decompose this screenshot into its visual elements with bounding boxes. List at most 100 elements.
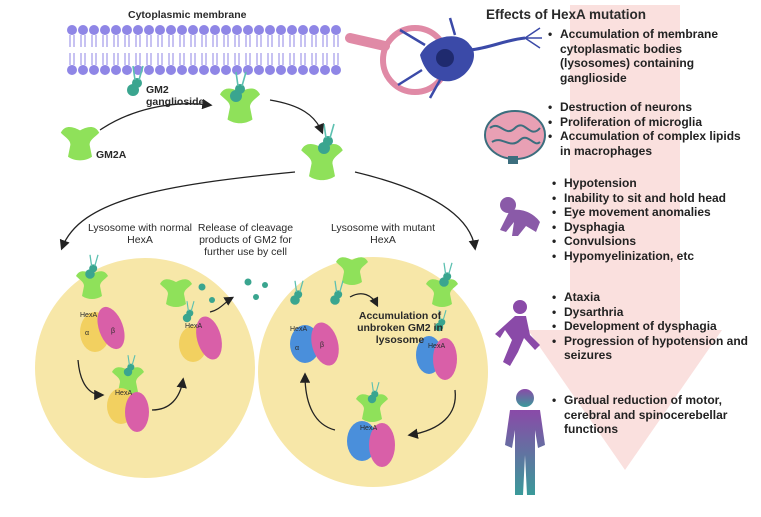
gm2a-label: GM2A [96, 149, 127, 161]
lipid-head [243, 65, 253, 75]
accumulation-label-line1: Accumulation of [358, 310, 442, 322]
lipid-head [221, 25, 231, 35]
release-label-line3: further use by cell [204, 246, 287, 258]
mutant-lysosome-label-line2: HexA [370, 234, 396, 246]
mutant-lysosome-label-line1: Lysosome with mutant [330, 222, 436, 234]
hexa-mutant-1 [290, 322, 339, 366]
lipid-head [100, 25, 110, 35]
gm2-label: GM2 ganglioside [146, 84, 204, 108]
lipid-head [265, 25, 275, 35]
effect-item: Development of dysphagia [552, 319, 757, 334]
effects-group-3: Hypotension Inability to sit and hold he… [552, 176, 757, 263]
lipid-head [144, 25, 154, 35]
gm2a-protein [60, 127, 100, 161]
lipid-head [320, 65, 330, 75]
normal-lysosome-label-line2: HexA [127, 234, 153, 246]
hexa-normal-3 [179, 300, 222, 362]
hexa-tag-6: HexA [360, 425, 378, 432]
lipid-head [122, 25, 132, 35]
neuron-icon [397, 17, 542, 99]
accumulation-label-line2: unbroken GM2 in [357, 322, 443, 334]
effect-item: Hypotension [552, 176, 757, 191]
lipid-head [199, 65, 209, 75]
lipid-head [67, 65, 77, 75]
lipid-head [210, 65, 220, 75]
gm2-label-line1: GM2 [146, 84, 169, 96]
arrow-mutant-cycle-1 [299, 372, 336, 431]
normal-lysosome [35, 258, 255, 478]
effect-item: Hypomyelinization, etc [552, 249, 757, 264]
effect-item: Accumulation of membrane cytoplasmatic b… [548, 27, 748, 85]
arrow-normal-cycle-2 [151, 377, 187, 411]
lipid-head [232, 65, 242, 75]
lipid-head [166, 25, 176, 35]
lipid-head [133, 25, 143, 35]
lipid-head [298, 65, 308, 75]
lipid-head [122, 65, 132, 75]
hexa-tag-5: HexA [428, 343, 446, 350]
normal-lysosome-label-line1: Lysosome with normal [87, 222, 193, 234]
arrow-to-normal-lysosome [59, 171, 296, 251]
lipid-head [78, 65, 88, 75]
lipid-head [111, 25, 121, 35]
brain-icon [484, 110, 546, 164]
lipid-head [287, 65, 297, 75]
lipid-head [265, 65, 275, 75]
hexa-normal-2 [107, 354, 149, 432]
arrow-normal-cycle-1 [77, 359, 105, 401]
lipid-head [254, 25, 264, 35]
arrow-accumulation [349, 293, 379, 308]
alpha-tag-1: α [85, 330, 90, 337]
arrow-to-center [269, 99, 324, 135]
hexa-tag-4: HexA [290, 326, 308, 333]
adult-icon [505, 389, 545, 495]
lipid-head [177, 25, 187, 35]
lipid-head [331, 65, 341, 75]
cytoplasmic-membrane [67, 25, 341, 75]
alpha-tag-2: α [295, 345, 300, 352]
effect-item: Accumulation of complex lipids in macrop… [548, 129, 748, 158]
lipid-head [287, 25, 297, 35]
lipid-head [188, 25, 198, 35]
hexa-mutant-2 [416, 309, 457, 380]
accumulation-label-line3: lysosome [375, 334, 425, 346]
lipid-head [210, 25, 220, 35]
cleavage-products [198, 278, 268, 303]
lipid-head [298, 25, 308, 35]
accumulation-label: Accumulation of unbroken GM2 in lysosome [350, 310, 450, 346]
lipid-head [331, 25, 341, 35]
effect-item: Proliferation of microglia [548, 115, 748, 130]
effects-group-1: Accumulation of membrane cytoplasmatic b… [548, 27, 748, 85]
normal-lysosome-label: Lysosome with normal HexA [75, 222, 205, 246]
lipid-head [144, 65, 154, 75]
gm2a-gm2-complex [220, 71, 260, 124]
effects-group-2: Destruction of neurons Proliferation of … [548, 100, 748, 158]
lipid-head [111, 65, 121, 75]
lipid-head [177, 65, 187, 75]
effect-item: Gradual reduction of motor, cerebral and… [552, 393, 742, 437]
effect-item: Dysarthria [552, 305, 757, 320]
lipid-head [155, 25, 165, 35]
lipid-head [89, 25, 99, 35]
lipid-head [188, 65, 198, 75]
lipid-head [100, 65, 110, 75]
release-label-line1: Release of cleavage [197, 222, 294, 234]
lipid-head [155, 65, 165, 75]
mutant-lysosome-label: Lysosome with mutant HexA [318, 222, 448, 246]
effect-item: Dysphagia [552, 220, 757, 235]
release-label-line2: products of GM2 for [199, 234, 292, 246]
effect-item: Destruction of neurons [548, 100, 748, 115]
effects-group-5: Gradual reduction of motor, cerebral and… [552, 393, 742, 437]
hexa-mutant-3 [347, 381, 395, 467]
lipid-head [232, 25, 242, 35]
lipid-head [221, 65, 231, 75]
beta-tag-2: β [320, 342, 325, 349]
arrow-gm2a-to-membrane [99, 98, 213, 131]
effect-item: Eye movement anomalies [552, 205, 757, 220]
gm2a-gm2-complex-center [301, 123, 343, 181]
effects-title: Effects of HexA mutation [486, 7, 647, 22]
lipid-head [67, 25, 77, 35]
membrane-label: Cytoplasmic membrane [128, 9, 247, 21]
effect-item: Inability to sit and hold head [552, 191, 757, 206]
